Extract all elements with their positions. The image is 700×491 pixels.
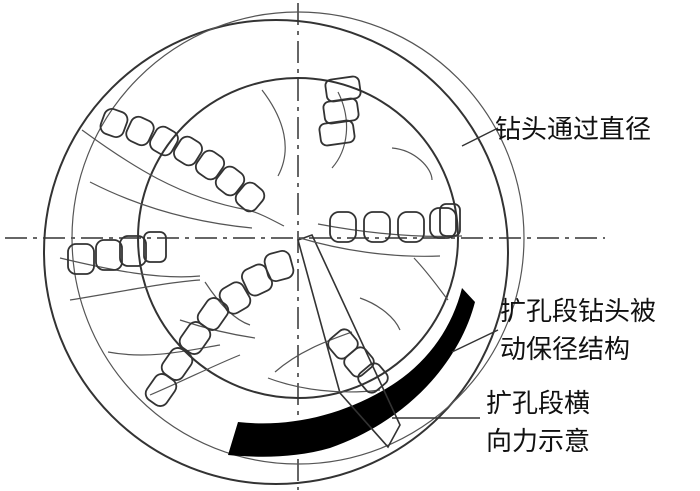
leader-line-pass-diameter [461, 127, 499, 147]
cutters-right-blade [329, 203, 461, 243]
cutters-top-left-blade [99, 108, 266, 213]
cutters-top-blade [318, 75, 362, 147]
passive-gauge-pad [228, 288, 475, 457]
leader-line-passive-pad [451, 329, 499, 353]
label-passive-protection-line2: 动保径结构 [500, 335, 631, 365]
cutters-bottom-center-blade [218, 250, 295, 315]
label-lateral-force-line1: 扩孔段横 [486, 389, 591, 419]
lateral-force-triangle [297, 234, 401, 449]
gauge-body-circle [71, 11, 525, 465]
label-lateral-force-line2: 向力示意 [486, 427, 591, 457]
label-passive-protection-line1: 扩孔段钻头被 [500, 297, 657, 327]
blade-outlines [59, 89, 463, 396]
hub-circle [137, 77, 459, 399]
cutters-left-blade [67, 231, 167, 275]
label-drill-pass-diameter: 钻头通过直径 [495, 115, 652, 145]
cutters-bottom-right-blade [327, 328, 389, 394]
drill-pass-diameter-circle [43, 19, 509, 485]
